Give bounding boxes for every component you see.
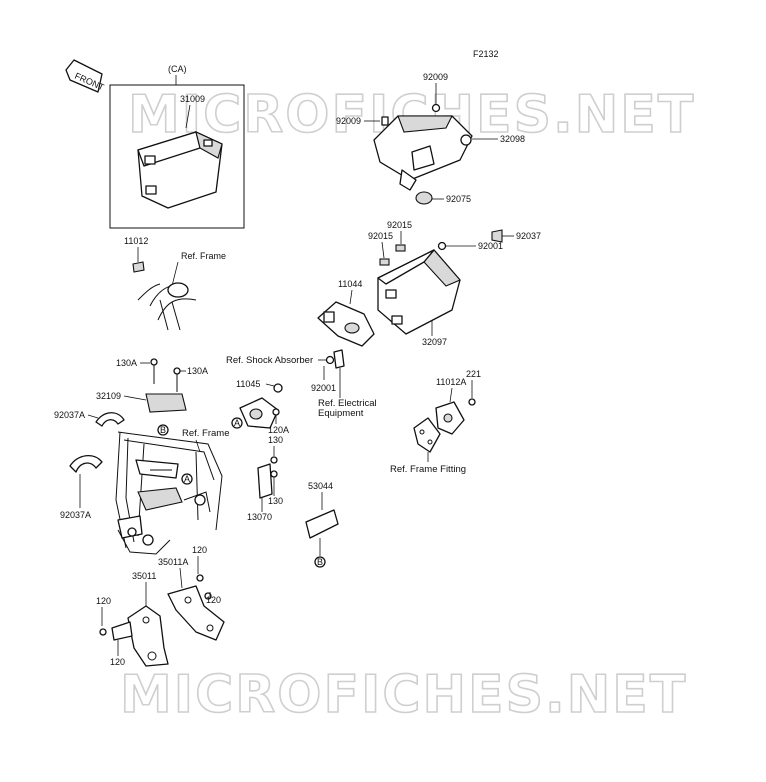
label-92015-b: 92015 <box>368 231 393 241</box>
label-35011: 35011 <box>132 571 156 581</box>
grommet-icon <box>415 191 433 205</box>
bolt-icon <box>272 408 280 416</box>
part-13070-plate <box>257 463 273 499</box>
part-11012a-damper <box>435 401 465 435</box>
bolt-icon <box>431 103 441 113</box>
part-35011-bracket <box>111 605 169 667</box>
label-92037: 92037 <box>516 231 541 241</box>
clip-icon <box>491 229 503 243</box>
label-130-1: 130 <box>268 435 283 445</box>
watermark-bottom: MICROFICHES.NET <box>120 665 687 725</box>
label-120a: 120A <box>268 425 289 435</box>
label-11012: 11012 <box>124 236 148 246</box>
label-221: 221 <box>466 369 481 379</box>
part-53044-strap <box>305 509 339 539</box>
part-35011a-bracket <box>167 585 225 641</box>
front-arrow-icon: FRONT <box>65 59 106 93</box>
bolt-icon <box>270 470 278 478</box>
label-92001-b: 92001 <box>311 383 336 393</box>
frame-fitting-plate <box>413 417 441 453</box>
bolt-icon <box>196 574 204 582</box>
ca-label: (CA) <box>168 64 187 74</box>
label-130-2: 130 <box>268 496 283 506</box>
label-130a-1: 130A <box>116 358 137 368</box>
label-92037a-2: 92037A <box>60 510 91 520</box>
ref-shock-absorber-label: Ref. Shock Absorber <box>226 355 313 366</box>
label-11044: 11044 <box>338 279 362 289</box>
label-92001-a: 92001 <box>478 241 503 251</box>
bolt-icon <box>437 241 447 251</box>
part-32098-cover <box>373 115 473 191</box>
label-53044: 53044 <box>308 481 333 491</box>
ref-frame-fitting-label: Ref. Frame Fitting <box>390 464 466 475</box>
marker-b-circle <box>157 424 169 436</box>
band-icon <box>132 261 145 273</box>
marker-b-1: B <box>160 425 166 435</box>
label-120-4: 120 <box>110 657 125 667</box>
label-92015-a: 92015 <box>387 220 412 230</box>
label-92009-b: 92009 <box>336 116 361 126</box>
diagram-code: F2132 <box>473 49 499 59</box>
marker-b-2: B <box>317 557 323 567</box>
label-32098: 32098 <box>500 134 525 144</box>
bolt-icon <box>173 367 181 392</box>
part-11045-bracket <box>239 397 279 429</box>
label-11045: 11045 <box>236 379 260 389</box>
label-35011a: 35011A <box>158 557 188 567</box>
label-92075: 92075 <box>446 194 471 204</box>
label-32109: 32109 <box>96 391 121 401</box>
bolt-icon <box>381 116 389 126</box>
label-130a-2: 130A <box>187 366 208 376</box>
part-32097-battery-case <box>377 249 461 335</box>
part-31009-tray <box>137 131 223 209</box>
ca-variant-box <box>109 84 245 229</box>
marker-a-circle <box>181 473 193 485</box>
label-13070: 13070 <box>247 512 272 522</box>
band-icon <box>69 455 103 473</box>
marker-b-circle <box>314 556 326 568</box>
part-11044-bracket <box>317 301 375 347</box>
label-120-1: 120 <box>192 545 207 555</box>
bolt-icon <box>150 358 158 384</box>
part-32109-pad <box>145 393 187 413</box>
ref-electrical-label-1: Ref. Electrical <box>318 398 377 409</box>
clip-icon <box>379 258 390 266</box>
marker-a-1: A <box>234 418 240 428</box>
bolt-icon <box>204 592 212 600</box>
label-31009: 31009 <box>180 94 205 104</box>
ref-frame-label-2: Ref. Frame <box>182 428 230 439</box>
label-120-2: 120 <box>206 595 221 605</box>
frame-section-icon <box>137 282 197 331</box>
ref-frame-label-1: Ref. Frame <box>181 251 226 261</box>
marker-a-2: A <box>184 474 190 484</box>
clip-icon <box>395 244 406 252</box>
bolt-icon <box>325 355 335 365</box>
label-120-3: 120 <box>96 596 111 606</box>
label-92037a-1: 92037A <box>54 410 85 420</box>
bolt-icon <box>468 398 476 406</box>
band-icon <box>95 412 125 427</box>
bolt-icon <box>270 456 278 464</box>
label-92009-a: 92009 <box>423 72 448 82</box>
clip-icon <box>333 349 345 369</box>
bolt-icon <box>273 383 283 393</box>
bolt-icon <box>99 628 107 636</box>
label-32097: 32097 <box>422 337 447 347</box>
label-11012a: 11012A <box>436 377 466 387</box>
main-frame-assembly <box>115 431 223 555</box>
ref-electrical-label-2: Equipment <box>318 408 364 419</box>
marker-a-circle <box>231 417 243 429</box>
